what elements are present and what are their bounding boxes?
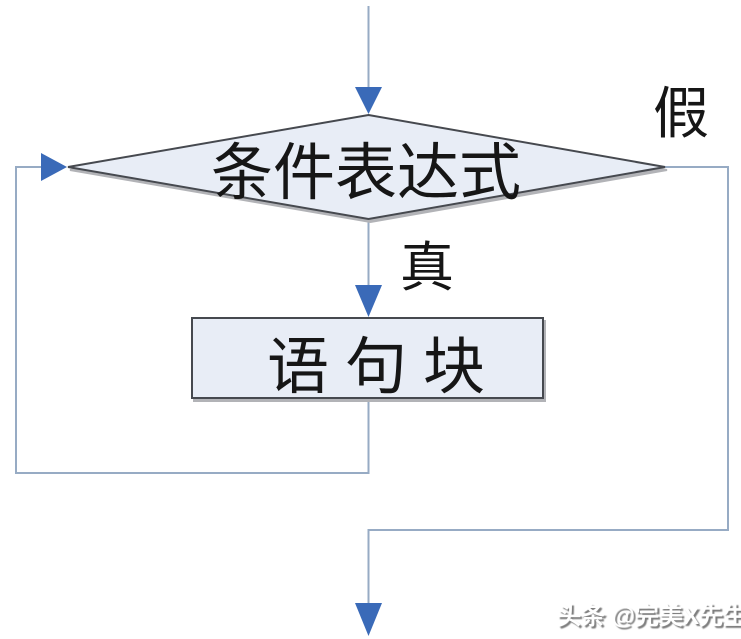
statement-rect (191, 317, 544, 399)
false-branch-label: 假 (653, 84, 709, 146)
true-arrowhead-icon (355, 285, 382, 317)
loopback-connector (15, 166, 370, 474)
false-branch-connector (367, 166, 729, 605)
condition-diamond (67, 113, 666, 221)
watermark-text: 头条 @完美X先生 (557, 602, 741, 630)
statement-label: 语句块 (267, 334, 501, 402)
condition-label: 条件表达式 (211, 140, 521, 208)
entry-arrowhead-icon (355, 87, 382, 114)
true-branch-label: 真 (400, 238, 454, 298)
exit-arrowhead-icon (355, 603, 382, 636)
loopback-arrowhead-icon (41, 153, 67, 181)
